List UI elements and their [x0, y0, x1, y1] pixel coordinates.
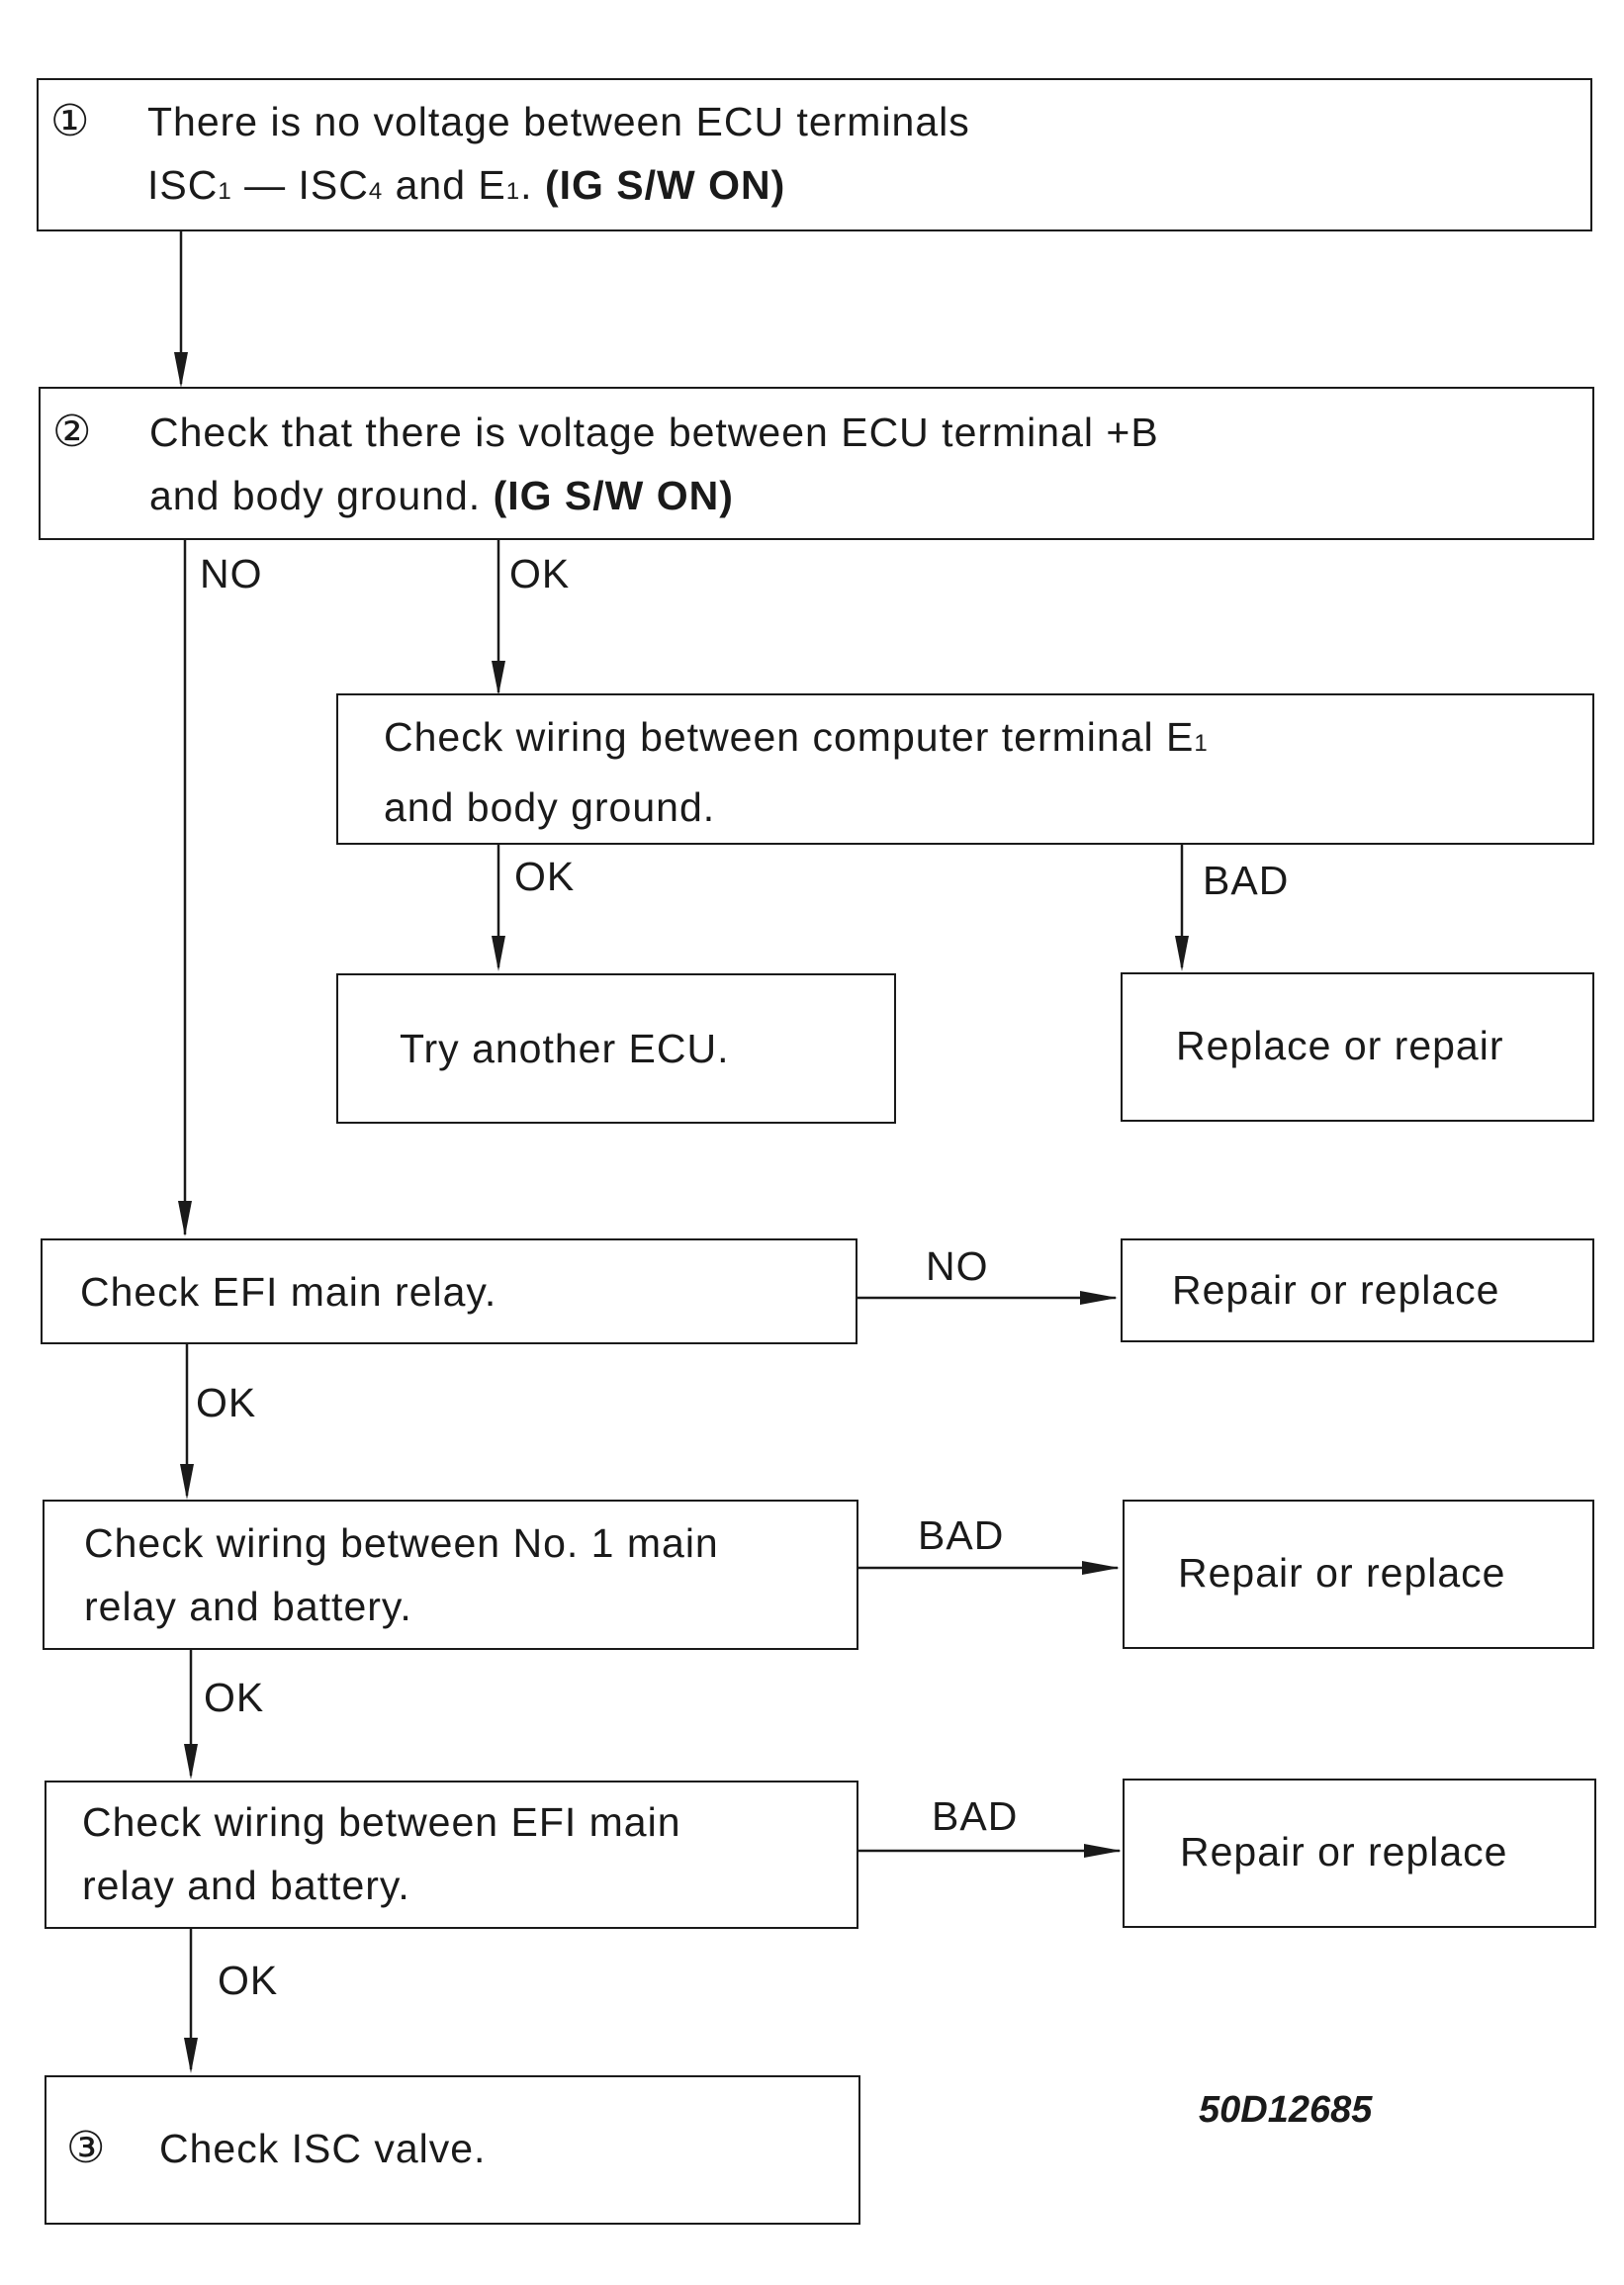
step2-line2: and body ground. (IG S/W ON): [149, 473, 734, 518]
replace-repair-box: Replace or repair: [1121, 972, 1594, 1122]
arrowhead: [492, 936, 505, 971]
label-efi-wiring-bad: BAD: [932, 1793, 1019, 1839]
check-efi-wiring-line1: Check wiring between EFI main: [82, 1799, 681, 1845]
arrowhead: [184, 2038, 198, 2073]
step2-number: ②: [52, 408, 92, 456]
repair-replace-text-1: Repair or replace: [1172, 1267, 1500, 1313]
step1-line1: There is no voltage between ECU terminal…: [147, 99, 970, 144]
label-no1-bad: BAD: [918, 1512, 1005, 1558]
check-e1-box: Check wiring between computer terminal E…: [336, 693, 1594, 845]
step2-line1: Check that there is voltage between ECU …: [149, 410, 1159, 455]
step2-text: Check that there is voltage between ECU …: [149, 401, 1159, 527]
arrowhead: [492, 661, 505, 695]
label-step2-ok: OK: [509, 551, 571, 596]
check-efi-relay-text: Check EFI main relay.: [80, 1269, 497, 1315]
check-no1-relay-text: Check wiring between No. 1 main relay an…: [84, 1511, 719, 1638]
step1-condition: (IG S/W ON): [544, 162, 786, 208]
arrowhead: [180, 1464, 194, 1500]
repair-replace-text-3: Repair or replace: [1180, 1829, 1508, 1874]
arrowhead: [1084, 1844, 1122, 1858]
step3-box: ③ Check ISC valve.: [45, 2075, 860, 2225]
label-efi-relay-ok: OK: [196, 1380, 257, 1425]
check-e1-line2: and body ground.: [384, 784, 716, 830]
label-no1-ok: OK: [204, 1675, 265, 1720]
repair-replace-box-3: Repair or replace: [1123, 1779, 1596, 1928]
check-no1-relay-box: Check wiring between No. 1 main relay an…: [43, 1500, 858, 1650]
step2-condition: (IG S/W ON): [493, 473, 734, 518]
label-efi-wiring-ok: OK: [218, 1958, 279, 2003]
arrowhead: [1175, 936, 1189, 971]
try-ecu-box: Try another ECU.: [336, 973, 896, 1124]
label-e1-ok: OK: [514, 854, 576, 899]
step3-number: ③: [66, 2124, 106, 2172]
repair-replace-box-1: Repair or replace: [1121, 1238, 1594, 1342]
check-no1-relay-line1: Check wiring between No. 1 main: [84, 1520, 719, 1566]
check-e1-line1: Check wiring between computer terminal E…: [384, 714, 1209, 760]
check-e1-text: Check wiring between computer terminal E…: [384, 705, 1209, 839]
repair-replace-text-2: Repair or replace: [1178, 1550, 1506, 1596]
step1-text: There is no voltage between ECU terminal…: [147, 90, 970, 224]
check-efi-relay-box: Check EFI main relay.: [41, 1238, 857, 1344]
check-no1-relay-line2: relay and battery.: [84, 1584, 412, 1629]
label-efi-relay-no: NO: [926, 1243, 989, 1289]
arrowhead: [1082, 1561, 1120, 1575]
figure-code: 50D12685: [1199, 2089, 1373, 2131]
replace-repair-text: Replace or repair: [1176, 1023, 1504, 1068]
step3-text: Check ISC valve.: [159, 2126, 487, 2171]
step2-box: ② Check that there is voltage between EC…: [39, 387, 1594, 540]
repair-replace-box-2: Repair or replace: [1123, 1500, 1594, 1649]
check-efi-wiring-text: Check wiring between EFI main relay and …: [82, 1790, 681, 1917]
arrowhead: [184, 1744, 198, 1780]
step1-box: ① There is no voltage between ECU termin…: [37, 78, 1592, 231]
step1-number: ①: [50, 97, 90, 145]
label-e1-bad: BAD: [1203, 858, 1290, 903]
check-efi-wiring-box: Check wiring between EFI main relay and …: [45, 1781, 858, 1929]
step1-line2: ISC1 — ISC4 and E1. (IG S/W ON): [147, 162, 786, 208]
arrowhead: [1080, 1291, 1118, 1305]
arrowhead: [174, 352, 188, 388]
check-efi-wiring-line2: relay and battery.: [82, 1863, 410, 1908]
label-step2-no: NO: [200, 551, 263, 596]
arrowhead: [178, 1201, 192, 1236]
try-ecu-text: Try another ECU.: [400, 1026, 730, 1071]
